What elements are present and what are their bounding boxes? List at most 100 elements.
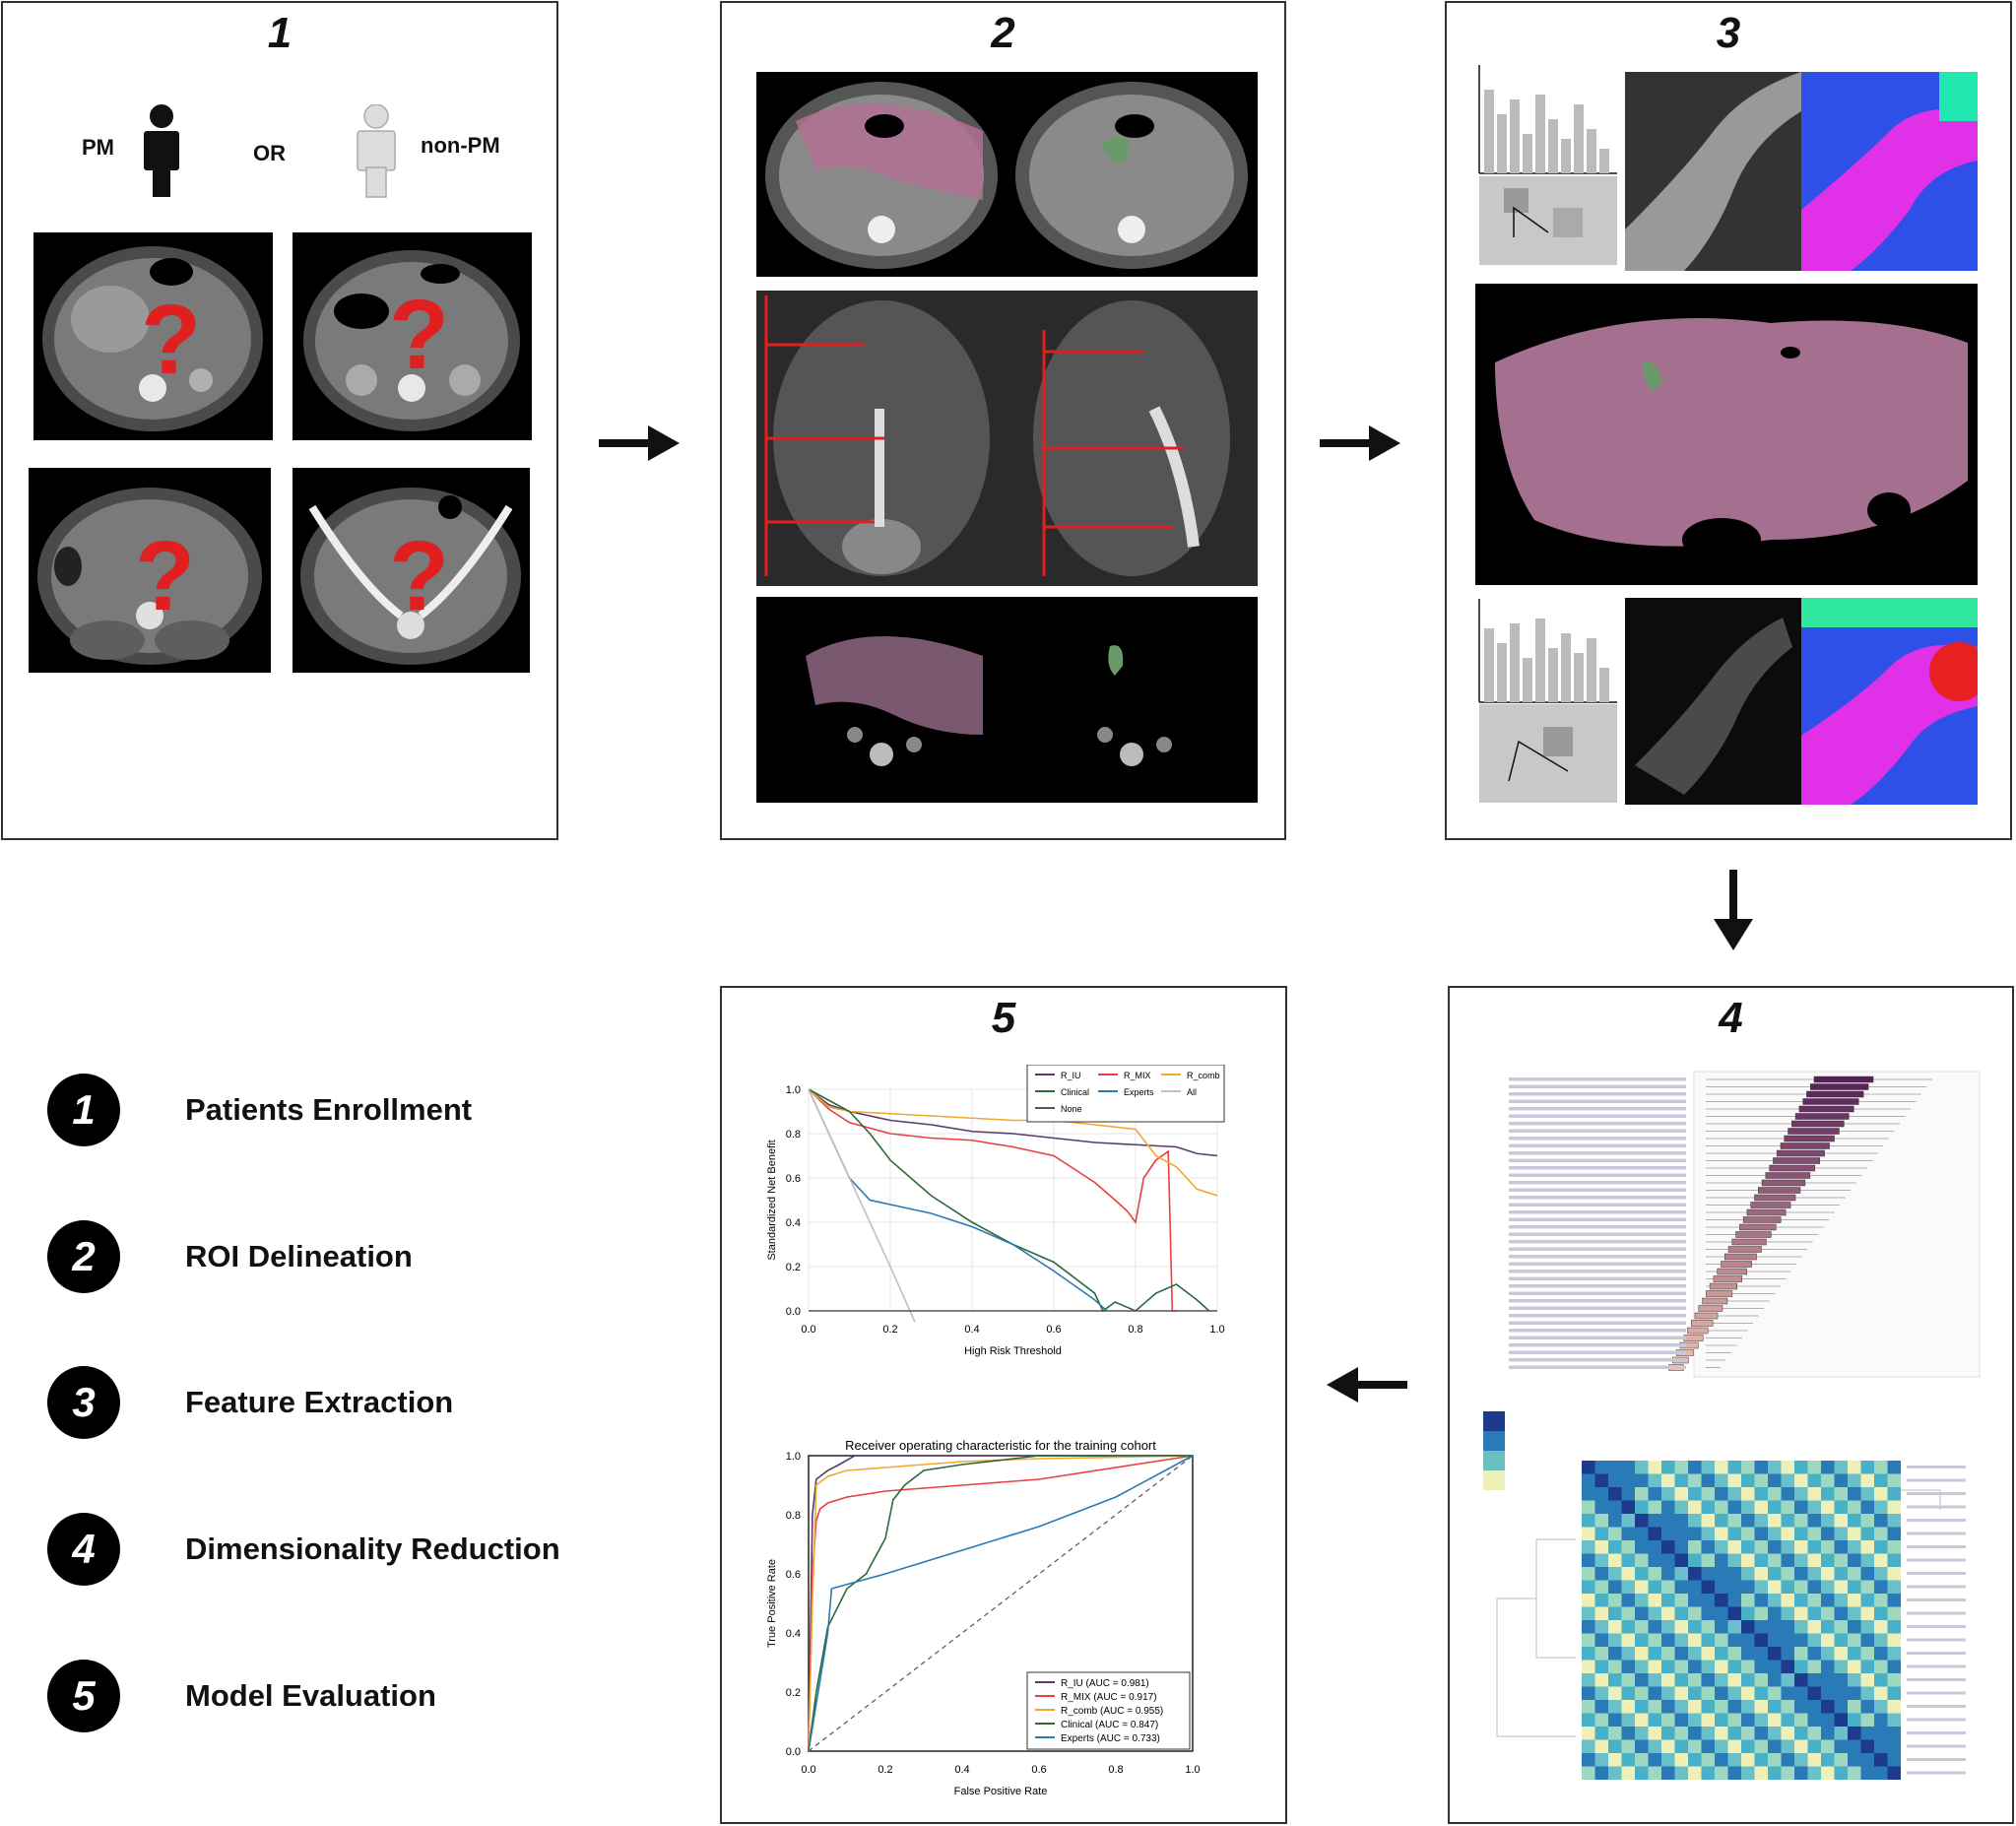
heatmap-cell [1582, 1700, 1595, 1714]
feature-name-placeholder [1509, 1270, 1686, 1273]
heatmap-cell [1887, 1700, 1901, 1714]
heatmap-cell [1741, 1540, 1755, 1554]
heatmap-cell [1715, 1514, 1728, 1528]
heatmap-cell [1794, 1660, 1808, 1673]
heatmap-cell [1688, 1686, 1702, 1700]
legend-box [1026, 1065, 1225, 1123]
heatmap-cell [1621, 1553, 1635, 1567]
heatmap-cell [1807, 1461, 1821, 1474]
heatmap-cell [1594, 1647, 1608, 1661]
heatmap-cell [1648, 1487, 1661, 1501]
heatmap-cell [1674, 1500, 1688, 1514]
heatmap-cell [1781, 1553, 1794, 1567]
heatmap-cell [1794, 1713, 1808, 1727]
feature-name-placeholder [1509, 1129, 1686, 1133]
heatmap-cell [1594, 1686, 1608, 1700]
heatmap-cell [1781, 1514, 1794, 1528]
heatmap-cell [1635, 1514, 1649, 1528]
heatmap-cell [1661, 1514, 1675, 1528]
heatmap-cell [1807, 1727, 1821, 1740]
heatmap-cell [1834, 1580, 1848, 1594]
feature-name-placeholder [1509, 1092, 1686, 1096]
heatmap-cell [1794, 1633, 1808, 1647]
heatmap-cell [1661, 1647, 1675, 1661]
heatmap-cell [1648, 1739, 1661, 1753]
heatmap-cell [1688, 1620, 1702, 1634]
boxplot-box [1694, 1312, 1719, 1320]
heatmap-cell [1608, 1514, 1622, 1528]
heatmap-cell [1715, 1686, 1728, 1700]
heatmap-cell [1688, 1514, 1702, 1528]
boxplot-box [1791, 1120, 1845, 1128]
heatmap-cell [1874, 1473, 1888, 1487]
heatmap-cell [1635, 1606, 1649, 1620]
heatmap-cell [1834, 1753, 1848, 1767]
heatmap-cell [1754, 1700, 1768, 1714]
heatmap-cell [1848, 1660, 1861, 1673]
boxplot-box [1731, 1238, 1767, 1246]
heatmap-cell [1848, 1620, 1861, 1634]
heatmap-cell [1621, 1700, 1635, 1714]
heatmap-cell [1741, 1527, 1755, 1540]
heatmap-cell [1582, 1686, 1595, 1700]
pm-label: PM [82, 135, 114, 160]
feature-name-placeholder [1509, 1210, 1686, 1214]
heatmap-cell [1661, 1580, 1675, 1594]
heatmap-cell [1874, 1753, 1888, 1767]
heatmap-cell [1648, 1766, 1661, 1780]
heatmap-cell [1821, 1553, 1835, 1567]
feature-name-placeholder [1509, 1077, 1686, 1081]
heatmap-cell [1834, 1766, 1848, 1780]
heatmap-cell [1727, 1514, 1741, 1528]
heatmap-cell [1834, 1713, 1848, 1727]
ct-scan-4 [293, 468, 530, 673]
heatmap-cell [1582, 1461, 1595, 1474]
feature-name-placeholder [1509, 1203, 1686, 1206]
heatmap-cell [1768, 1686, 1782, 1700]
y-tick-label: 0.0 [786, 1746, 801, 1758]
feature-name-placeholder [1509, 1188, 1686, 1192]
heatmap-cell [1768, 1567, 1782, 1581]
heatmap-cell [1768, 1700, 1782, 1714]
heatmap-cell [1661, 1633, 1675, 1647]
heatmap-cell [1701, 1673, 1715, 1687]
heatmap-cell [1608, 1473, 1622, 1487]
y-tick-label: 0.4 [786, 1217, 801, 1229]
heatmap-cell [1621, 1606, 1635, 1620]
heatmap-cell [1874, 1527, 1888, 1540]
heatmap-cell [1648, 1567, 1661, 1581]
heatmap-cell [1821, 1739, 1835, 1753]
heatmap-cell [1635, 1540, 1649, 1554]
heatmap-cell [1674, 1473, 1688, 1487]
feature-name-placeholder [1509, 1107, 1686, 1111]
heatmap-cell [1781, 1673, 1794, 1687]
panel-1: 1 PM OR non-PM ? ? ? ? [1, 1, 558, 840]
heatmap-cell [1715, 1753, 1728, 1767]
heatmap-cell [1794, 1594, 1808, 1607]
heatmap-cell [1648, 1580, 1661, 1594]
feature-name-placeholder [1907, 1744, 1966, 1748]
heatmap-cell [1688, 1660, 1702, 1673]
heatmap-cell [1754, 1514, 1768, 1528]
feature-name-placeholder [1907, 1638, 1966, 1642]
feature-name-placeholder [1509, 1084, 1686, 1088]
boxplot-box [1806, 1090, 1864, 1098]
heatmap-cell [1661, 1753, 1675, 1767]
feature-name-placeholder [1907, 1758, 1966, 1761]
heatmap-cell [1807, 1633, 1821, 1647]
heatmap-cell [1807, 1580, 1821, 1594]
ct-scan-3 [29, 468, 271, 673]
heatmap-cell [1621, 1461, 1635, 1474]
grayscale-texture-top [1625, 72, 1801, 271]
heatmap-cell [1608, 1727, 1622, 1740]
y-tick-label: 0.6 [786, 1569, 801, 1581]
boxplot-box [1683, 1335, 1704, 1341]
heatmap-cell [1701, 1594, 1715, 1607]
heatmap-cell [1834, 1647, 1848, 1661]
heatmap-cell [1821, 1700, 1835, 1714]
heatmap-cell [1807, 1739, 1821, 1753]
heatmap-cell [1582, 1580, 1595, 1594]
heatmap-cell [1582, 1727, 1595, 1740]
heatmap-cell [1582, 1647, 1595, 1661]
heatmap-cell [1874, 1553, 1888, 1567]
